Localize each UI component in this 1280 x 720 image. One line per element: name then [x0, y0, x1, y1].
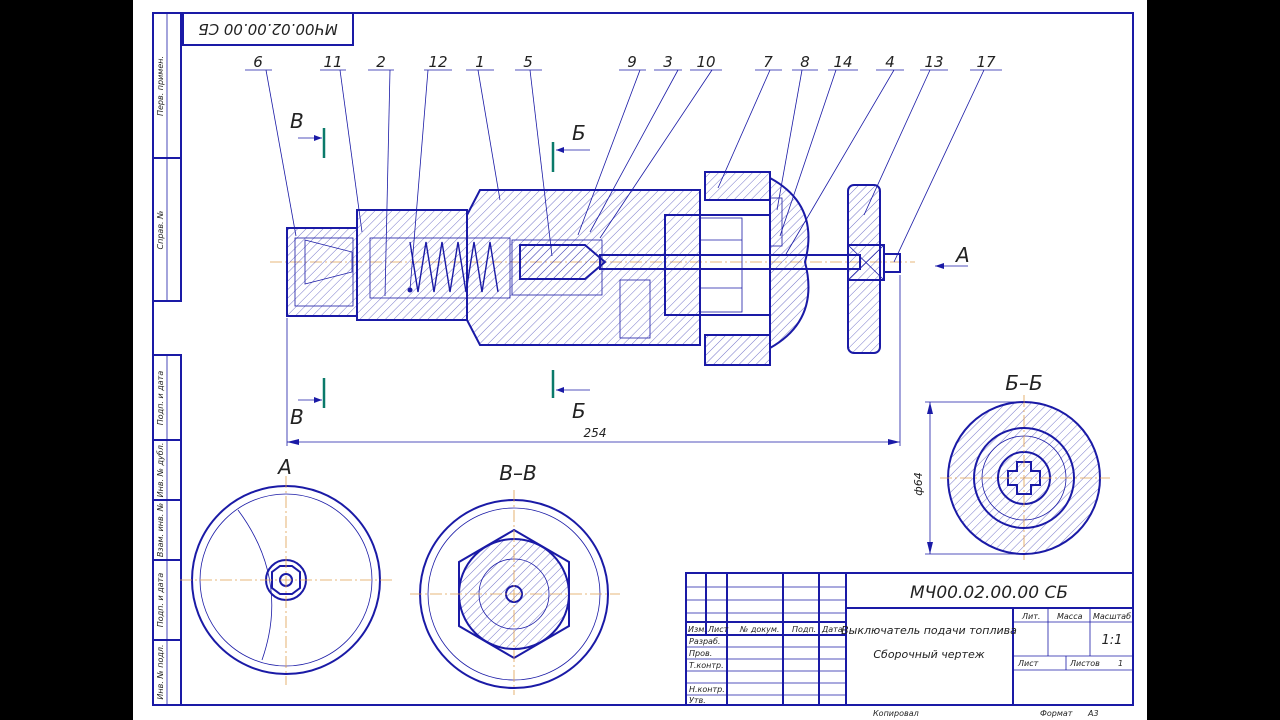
label-A-arrow: А — [954, 243, 970, 267]
tb-list-label: Лист — [1017, 659, 1039, 668]
diameter-dimension: ф64 — [912, 472, 925, 495]
tb-listov-label: Листов — [1069, 659, 1100, 668]
stamp-inv-dubl: Инв. № дубл. — [156, 443, 165, 498]
drawing-sheet: МЧ00.02.00.00 СБ Перв. примен. Справ. № … — [133, 0, 1147, 720]
stamp-inv-podl: Инв. № подл. — [156, 644, 165, 699]
tb-lit: Лит. — [1021, 612, 1040, 621]
view-A-title: А — [276, 455, 292, 479]
tb-format-label: Формат — [1040, 709, 1073, 718]
callout-1: 1 — [475, 53, 485, 71]
tb-kopiroval: Копировал — [873, 709, 919, 718]
callout-5: 5 — [523, 53, 533, 71]
callout-14: 14 — [833, 53, 852, 71]
tb-massa: Масса — [1057, 612, 1083, 621]
tb-format-value: А3 — [1087, 709, 1099, 718]
tb-masshtab: Масштаб — [1093, 612, 1131, 621]
section-markers — [298, 128, 968, 408]
callout-2: 2 — [376, 53, 386, 71]
tb-title-line2: Сборочный чертеж — [873, 648, 984, 661]
callout-6: 6 — [253, 53, 263, 71]
label-B-top: Б — [572, 121, 586, 145]
tb-drawing-number: МЧ00.02.00.00 СБ — [910, 583, 1068, 603]
tb-scale-value: 1:1 — [1102, 633, 1123, 648]
callout-7: 7 — [763, 53, 773, 71]
tb-utv: Утв. — [689, 696, 706, 705]
callout-4: 4 — [885, 53, 895, 71]
label-V-top: В — [290, 109, 304, 133]
callout-9: 9 — [627, 53, 637, 71]
callout-3: 3 — [663, 53, 673, 71]
callout-8: 8 — [800, 53, 810, 71]
tb-title-line1: Выключатель подачи топлива — [841, 624, 1017, 637]
rotated-number-box — [182, 12, 354, 46]
tb-tkontr: Т.контр. — [689, 661, 724, 670]
callout-17: 17 — [976, 53, 996, 71]
callout-11: 11 — [323, 53, 342, 71]
rotated-drawing-number: МЧ00.02.00.00 СБ — [198, 20, 337, 38]
view-VV: В–В — [410, 461, 620, 695]
tb-listov-value: 1 — [1118, 659, 1123, 668]
tb-podp: Подп. — [792, 625, 816, 634]
section-BB-title: Б–Б — [1005, 371, 1042, 395]
overall-dimension: 254 — [286, 275, 901, 446]
tb-doc: № докум. — [739, 625, 779, 634]
tb-razrab: Разраб. — [689, 637, 720, 646]
tb-izm: Изм. — [688, 625, 707, 634]
title-block — [685, 572, 1134, 706]
main-section-view — [270, 171, 915, 366]
stamp-perv: Перв. примен. — [156, 56, 165, 116]
section-BB: Б–Б ф64 — [912, 371, 1110, 560]
label-B-bottom: Б — [572, 399, 586, 423]
stamp-vzam: Взам. инв. № — [156, 503, 165, 557]
callout-leaders — [245, 69, 1002, 297]
view-VV-title: В–В — [499, 461, 536, 485]
dimension-254: 254 — [584, 426, 607, 440]
callout-10: 10 — [696, 53, 715, 71]
tb-prov: Пров. — [689, 649, 712, 658]
stamp-podp2: Подп. и дата — [156, 573, 165, 628]
label-V-bottom: В — [290, 405, 304, 429]
callout-numbers: 6 11 2 12 1 5 9 3 10 7 8 14 4 13 17 — [253, 53, 996, 71]
tb-list: Лист — [707, 625, 729, 634]
callout-12: 12 — [428, 53, 447, 71]
stamp-sprav: Справ. № — [156, 211, 165, 250]
view-A: А — [180, 455, 392, 685]
callout-13: 13 — [924, 53, 943, 71]
tb-data: Дата — [821, 625, 843, 634]
tb-nkontr: Н.контр. — [689, 685, 725, 694]
side-stamp: Перв. примен. Справ. № Подп. и дата Инв.… — [152, 12, 182, 706]
stamp-podp1: Подп. и дата — [156, 371, 165, 426]
drawing-canvas: МЧ00.02.00.00 СБ Перв. примен. Справ. № … — [152, 12, 1134, 718]
